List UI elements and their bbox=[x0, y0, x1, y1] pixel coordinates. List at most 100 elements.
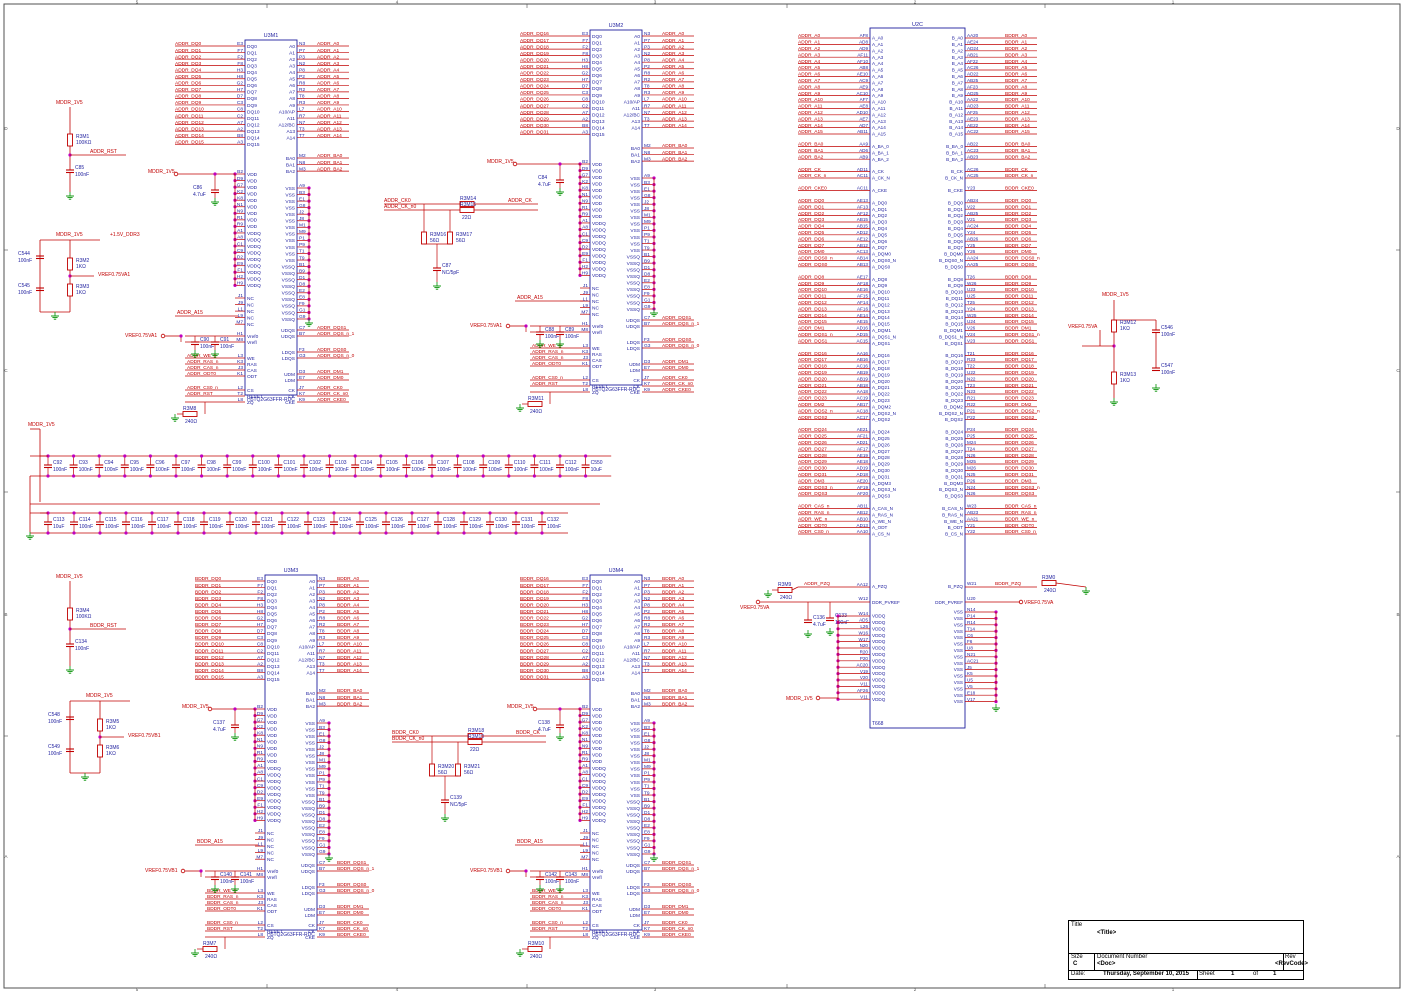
pin-name: BA1 bbox=[306, 697, 315, 703]
capacitor-ref: C84 bbox=[538, 175, 547, 181]
capacitor-ref: C139 bbox=[450, 795, 462, 801]
capacitor-value: 100nF bbox=[565, 879, 579, 885]
pin-name: DQ3 bbox=[247, 63, 257, 69]
pin-name: VSS bbox=[630, 760, 640, 766]
junction-dot bbox=[176, 531, 180, 535]
pin-name: VSS bbox=[630, 248, 640, 254]
pin-name: DQ7 bbox=[592, 625, 602, 631]
net-label: BDDR_A14 bbox=[662, 668, 687, 674]
pin-number: AA25 bbox=[967, 262, 979, 267]
resistor-ref: R3M6 bbox=[106, 745, 120, 751]
pin-name: VSS bbox=[954, 635, 963, 640]
pin-number: C3 bbox=[582, 635, 588, 641]
pin-number: A1 bbox=[582, 763, 588, 769]
pin-name: A0 bbox=[634, 579, 640, 585]
pin-number: R23 bbox=[967, 357, 976, 362]
net-label: BDDR_RST bbox=[207, 926, 233, 932]
net-label: BDDR_DQ12 bbox=[195, 655, 224, 661]
pin-name: CKE bbox=[285, 400, 295, 406]
pin-name: A_DQ4 bbox=[872, 226, 888, 231]
net-label: BDDR_BA2 bbox=[337, 701, 363, 707]
power-net-label: MDDR_1V5 bbox=[786, 696, 813, 702]
resistor-ref: R3M0 bbox=[1042, 575, 1056, 581]
resistor-ref: R3M5 bbox=[106, 719, 120, 725]
pin-number: AB12 bbox=[857, 510, 869, 515]
pin-number: L9 bbox=[258, 848, 264, 854]
row-ref: B bbox=[1396, 612, 1399, 617]
pin-name: A_BA_0 bbox=[872, 144, 889, 149]
resistor bbox=[1111, 319, 1117, 333]
net-label: BDDR_A9 bbox=[662, 635, 684, 641]
capacitor-ref: C110 bbox=[514, 460, 526, 466]
capacitor-ref: C121 bbox=[261, 517, 273, 523]
pin-name: ODT bbox=[592, 364, 602, 370]
capacitor-value: 100nF bbox=[130, 467, 144, 473]
pin-number: M8 bbox=[581, 872, 588, 878]
pin-name: A1 bbox=[634, 40, 640, 46]
pin-number: AB22 bbox=[967, 142, 979, 147]
pin-name: B_A6 bbox=[952, 74, 964, 79]
capacitor-value: 100nF bbox=[386, 467, 400, 473]
pin-number: U8 bbox=[967, 646, 973, 651]
power-net-label: MDDR_1V5 bbox=[1102, 292, 1129, 298]
pin-number: AE8 bbox=[859, 104, 868, 109]
pin-number: J2 bbox=[299, 209, 304, 215]
net-label: ADDR_A2 bbox=[317, 54, 339, 60]
pin-name: DQ10 bbox=[247, 109, 260, 115]
pin-name: DQ6 bbox=[247, 83, 257, 89]
resistor-ref: R3M10 bbox=[528, 941, 544, 947]
net-label: ADDR_CS0_n bbox=[532, 375, 563, 381]
net-label: BDDR_BA0 bbox=[337, 688, 363, 694]
pin-number: F1 bbox=[257, 802, 263, 808]
col-ref: 1 bbox=[1172, 987, 1175, 992]
net-label: BDDR_DQ30 bbox=[520, 668, 549, 674]
pin-name: DQ15 bbox=[592, 132, 605, 138]
junction-dot bbox=[228, 511, 232, 515]
power-net-label: MDDR_1V5 bbox=[86, 693, 113, 699]
pin-number: AF16 bbox=[857, 306, 868, 311]
net-label: BDDR_CK_n bbox=[1005, 173, 1034, 179]
pin-name: B_WE_N bbox=[944, 519, 963, 524]
pin-name: NC bbox=[267, 857, 274, 863]
pin-name: A4 bbox=[634, 605, 640, 611]
pin-number: AD22 bbox=[967, 72, 979, 77]
net-label: ADDR_CK0 bbox=[317, 385, 343, 391]
pin-number: P7 bbox=[299, 48, 305, 54]
pin-name: BA1 bbox=[631, 697, 640, 703]
pin-name: DQ9 bbox=[592, 93, 602, 99]
net-label: ADDR_DQS_n_1 bbox=[662, 321, 700, 327]
pin-number: C3 bbox=[237, 100, 243, 106]
net-label: BDDR_A3 bbox=[337, 596, 359, 602]
pin-name: VDD bbox=[267, 733, 278, 739]
pin-name: UDM bbox=[629, 362, 640, 368]
pin-number: E2 bbox=[644, 823, 650, 829]
pin-number: K8 bbox=[257, 730, 263, 736]
capacitor-ref: C97 bbox=[181, 460, 190, 466]
date-value: Thursday, September 10, 2015 bbox=[1103, 971, 1189, 977]
pin-number: C2 bbox=[257, 648, 263, 654]
pin-number: R14 bbox=[967, 620, 976, 625]
net-label: ADDR_BA1 bbox=[317, 160, 343, 166]
pin-number: M3 bbox=[644, 156, 651, 162]
pin-number: K3 bbox=[582, 349, 588, 355]
capacitor-value: 10uF bbox=[591, 467, 602, 473]
pin-number: C2 bbox=[237, 113, 243, 119]
pin-name: B_DQ0 bbox=[948, 200, 964, 205]
pin-name: B_DQ23 bbox=[945, 398, 963, 403]
pin-number: N9 bbox=[582, 199, 588, 205]
pin-name: VDDQ bbox=[872, 678, 886, 683]
pin-number: D1 bbox=[299, 275, 305, 281]
junction-dot bbox=[358, 511, 362, 515]
pin-name: A11 bbox=[632, 651, 641, 657]
pin-name: ZQ bbox=[592, 390, 599, 396]
pin-number: AB26 bbox=[967, 236, 979, 241]
junction-dot bbox=[202, 531, 206, 535]
resistor-ref: R3M12 bbox=[1120, 320, 1136, 326]
capacitor-value: 100nF bbox=[1161, 332, 1175, 338]
capacitor-ref: C107 bbox=[437, 460, 449, 466]
pin-name: A_DQS1 bbox=[872, 341, 891, 346]
capacitor-value: 100nF bbox=[514, 467, 528, 473]
pin-number: P7 bbox=[319, 583, 325, 589]
pin-number: F2 bbox=[237, 54, 243, 60]
pin-name: RAS bbox=[247, 362, 257, 368]
